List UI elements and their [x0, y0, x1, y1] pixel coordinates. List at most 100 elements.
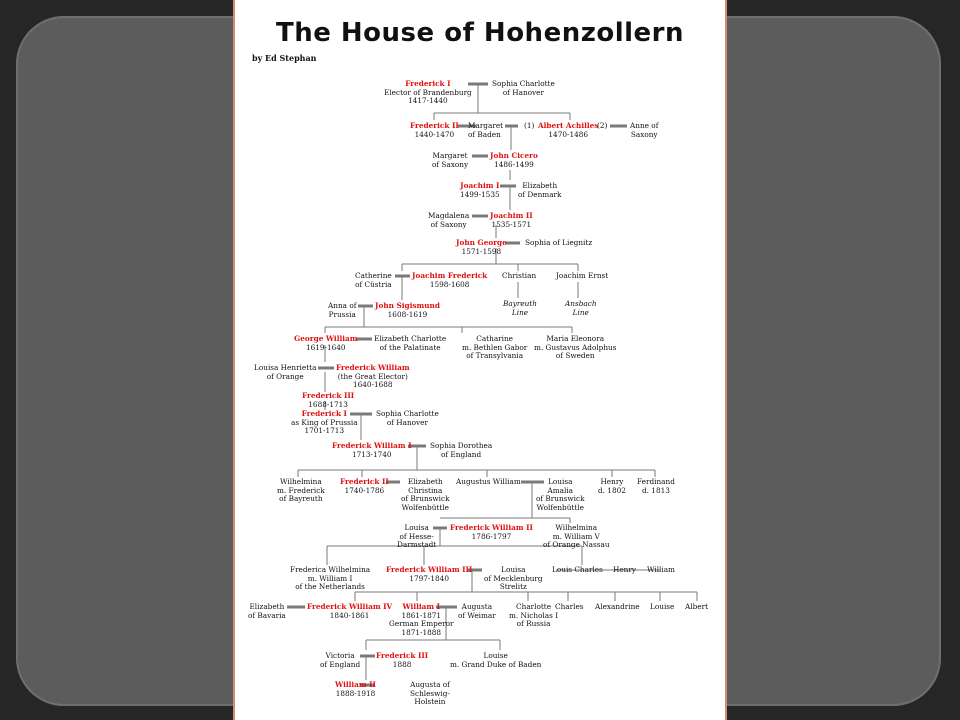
bayreuth-line-l1: Bayreuth [503, 299, 537, 308]
augusta-sh-l2: Schleswig- [410, 688, 450, 698]
william-i: William I 1861-1871 German Emperor 1871-… [389, 602, 454, 637]
augusta-schleswig: Augusta of Schleswig- Holstein [410, 680, 450, 707]
albert-achilles-years: 1470-1486 [548, 129, 589, 139]
joachim-ii-years: 1535-1571 [491, 219, 532, 229]
augusta-sh-l3: Holstein [414, 697, 446, 707]
christian: Christian [502, 271, 537, 280]
frederick-william-ii: Frederick William II 1786-1797 [450, 523, 533, 541]
louisa-amalia: Louisa Amalia of Brunswick Wolfenbüttle [536, 477, 585, 512]
wilhelmina-2: Wilhelmina m. William V of Orange Nassau [543, 523, 610, 550]
frederick-william-years: 1640-1688 [352, 380, 393, 390]
elizabeth-denmark-origin: of Denmark [518, 189, 562, 199]
elizabeth-christina-l2: Christina [408, 485, 443, 495]
henry-2: Henry [613, 565, 636, 574]
elizabeth-christina-l4: Wolfenbüttle [401, 502, 449, 512]
elizabeth-christina-l1: Elizabeth [407, 477, 443, 486]
william-i-title: German Emperor [389, 619, 454, 629]
anna-prussia-name: Anna of [328, 301, 357, 310]
elizabeth-christina: Elizabeth Christina of Brunswick Wolfenb… [401, 477, 450, 512]
louisa-henrietta: Louisa Henrietta of Orange [254, 363, 317, 381]
magdalena-name: Magdalena [428, 211, 470, 220]
frederick-william-iv-years: 1840-1861 [329, 610, 370, 620]
wilhelmina-2-spouse: m. William V [552, 531, 600, 541]
wilhelmina-2-name: Wilhelmina [555, 523, 598, 532]
anna-prussia-origin: Prussia [328, 309, 356, 319]
frederick-william-ii-name: Frederick William II [450, 523, 533, 532]
margaret-baden-origin: of Baden [468, 129, 501, 139]
henry-1-name: Henry [600, 477, 624, 486]
frederick-i-name: Frederick I [405, 79, 451, 88]
augusta-weimar-name: Augusta [461, 602, 493, 611]
catharine-spouse: m. Bethlen Gabor [462, 342, 528, 352]
john-sigismund-name: John Sigismund [375, 301, 440, 310]
page-title: The House of Hohenzollern [275, 18, 684, 48]
maria-eleonora-origin: of Sweden [555, 351, 595, 361]
margaret-baden-name: Margaret [468, 121, 504, 130]
louise-baden-name: Louise [483, 651, 508, 660]
william-i-years-2: 1871-1888 [401, 627, 442, 637]
margaret-saxony-origin: of Saxony [432, 159, 469, 169]
john-george: John George 1571-1598 [456, 238, 507, 256]
sophia-liegnitz: Sophia of Liegnitz [525, 238, 593, 247]
john-sigismund-years: 1608-1619 [387, 309, 428, 319]
louisa-amalia-l3: of Brunswick [536, 494, 585, 504]
bayreuth-line-l2: Line [511, 307, 529, 317]
john-cicero-name: John Cicero [490, 151, 538, 160]
frederick-i-king: Frederick I as King of Prussia 1701-1713 [291, 409, 358, 436]
frederick-i-king-name: Frederick I [301, 409, 347, 418]
augustus-william: Augustus William [456, 477, 521, 486]
maria-eleonora: Maria Eleonora m. Gustavus Adolphus of S… [534, 334, 616, 361]
frederick-iii: Frederick III 1688-1713 [302, 391, 355, 409]
charlotte-spouse: m. Nicholas I [509, 610, 559, 620]
sophia-charlotte-1-origin: of Hanover [502, 87, 544, 97]
elizabeth-bavaria-origin: of Bavaria [248, 610, 286, 620]
wilhelmina-name: Wilhelmina [280, 477, 322, 486]
joachim-frederick: Joachim Frederick 1598-1608 [412, 271, 487, 289]
george-william-name: George William [294, 334, 358, 343]
joachim-i: Joachim I 1499-1535 [460, 181, 500, 199]
john-george-name: John George [456, 238, 507, 247]
sophia-charlotte-2-name: Sophia Charlotte [376, 409, 439, 418]
frederick-william-iii-name: Frederick William III [386, 565, 473, 574]
henry-1: Henry d. 1802 [598, 477, 626, 495]
frederick-i-king-title: as King of Prussia [291, 417, 358, 427]
catharine-origin: of Transylvania [466, 351, 524, 361]
charlotte-name: Charlotte [516, 602, 552, 611]
louisa-meck-l2: of Mecklenburg [484, 573, 543, 583]
louisa-amalia-l2: Amalia [547, 485, 574, 495]
sophia-dorothea: Sophia Dorothea of England [430, 441, 492, 459]
frederick-iii-emperor: Frederick III 1888 [376, 651, 428, 669]
frederick-william-i: Frederick William I 1713-1740 [332, 441, 412, 459]
wilhelmina-spouse: m. Frederick [277, 485, 325, 495]
frederica-spouse: m. William I [307, 573, 353, 583]
elizabeth-charlotte: Elizabeth Charlotte of the Palatinate [374, 334, 446, 352]
sophia-charlotte-2: Sophia Charlotte of Hanover [376, 409, 439, 427]
joachim-i-years: 1499-1535 [460, 189, 500, 199]
margaret-saxony-name: Margaret [432, 151, 468, 160]
ferdinand-name: Ferdinand [637, 477, 675, 486]
frederick-ii-years: 1440-1470 [414, 129, 455, 139]
ansbach-line-l2: Line [572, 307, 589, 317]
frederick-ii: Frederick II 1440-1470 [410, 121, 459, 139]
louisa-henrietta-name: Louisa Henrietta [254, 363, 317, 372]
ferdinand-death: d. 1813 [642, 485, 670, 495]
catherine-custria-name: Catherine [355, 271, 392, 280]
elizabeth-denmark-name: Elizabeth [522, 181, 558, 190]
frederick-iii-name: Frederick III [302, 391, 355, 400]
louise-baden: Louise m. Grand Duke of Baden [450, 651, 541, 669]
frederick-william-iv: Frederick William IV 1840-1861 [307, 602, 392, 620]
margaret-saxony: Margaret of Saxony [432, 151, 469, 169]
joachim-frederick-years: 1598-1608 [429, 279, 470, 289]
frederick-william-ii-years: 1786-1797 [471, 531, 512, 541]
charlotte: Charlotte m. Nicholas I of Russia [509, 602, 559, 629]
catherine-custria-origin: of Cüstria [355, 279, 392, 289]
catharine: Catharine m. Bethlen Gabor of Transylvan… [462, 334, 528, 361]
louisa-amalia-l1: Louisa [548, 477, 573, 486]
frederick-william-i-years: 1713-1740 [351, 449, 392, 459]
charlotte-origin: of Russia [516, 619, 551, 629]
magdalena: Magdalena of Saxony [428, 211, 470, 229]
john-sigismund: John Sigismund 1608-1619 [375, 301, 440, 319]
augusta-sh-l1: Augusta of [410, 680, 450, 689]
frederica-name: Frederica Wilhelmina [290, 565, 371, 574]
albert-achilles-name: Albert Achilles [538, 121, 599, 130]
